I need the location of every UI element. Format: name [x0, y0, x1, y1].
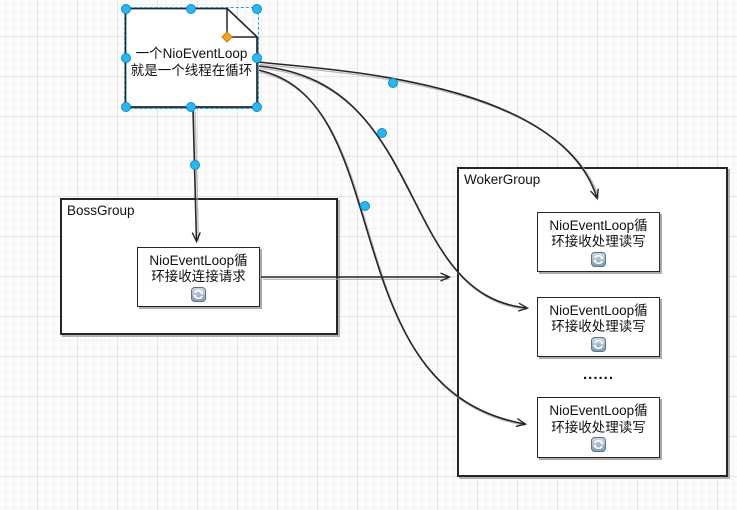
worker-eventloop-3-line1: NioEventLoop循 [549, 403, 648, 418]
selection-handle-n[interactable] [186, 4, 196, 14]
boss-eventloop-text-line2: 环接收连接请求 [151, 269, 246, 284]
refresh-icon [591, 251, 606, 267]
edge-note-to-worker-eventloop-1[interactable] [257, 61, 599, 201]
worker-eventloop-3-line2: 环接收处理读写 [551, 419, 646, 435]
worker-eventloop-box-3[interactable]: NioEventLoop循 环接收处理读写 [537, 397, 660, 458]
selection-handle-e[interactable] [252, 53, 262, 63]
edge-note-to-worker-eventloop-3[interactable] [257, 69, 528, 428]
boss-eventloop-text-line1: NioEventLoop循 [149, 252, 248, 268]
worker-group-ellipsis: ...... [582, 366, 614, 383]
selection-handle-sw[interactable] [121, 102, 131, 112]
boss-eventloop-box[interactable]: NioEventLoop循 环接收连接请求 [137, 247, 260, 307]
note-text-line1: 一个NioEventLoop [135, 46, 248, 61]
selection-handle-w[interactable] [121, 53, 131, 63]
selection-handle-ne[interactable] [252, 4, 262, 14]
selection-handle-s[interactable] [186, 102, 196, 112]
selection-handle-nw[interactable] [121, 4, 131, 14]
worker-eventloop-box-2[interactable]: NioEventLoop循 环接收处理读写 [537, 297, 660, 357]
refresh-icon [591, 336, 606, 352]
worker-eventloop-1-line2: 环接收处理读写 [551, 234, 646, 249]
worker-eventloop-box-1[interactable]: NioEventLoop循 环接收处理读写 [537, 212, 660, 272]
note-text-line2: 就是一个线程在循环 [130, 63, 253, 78]
selection-handle-se[interactable] [252, 102, 262, 112]
worker-eventloop-2-line1: NioEventLoop循 [549, 302, 648, 318]
note-fold-corner [226, 7, 259, 38]
refresh-icon [591, 437, 606, 452]
note-shape[interactable]: 一个NioEventLoop 就是一个线程在循环 [124, 7, 259, 108]
refresh-icon [191, 286, 206, 302]
edge-note-to-boss-eventloop[interactable] [191, 108, 201, 244]
worker-group-label: WokerGroup [464, 172, 541, 187]
boss-group-label: BossGroup [67, 203, 135, 218]
worker-eventloop-2-line2: 环接收处理读写 [551, 319, 646, 334]
edge-note-to-worker-eventloop-2[interactable] [257, 65, 530, 312]
worker-eventloop-1-line1: NioEventLoop循 [549, 217, 648, 233]
